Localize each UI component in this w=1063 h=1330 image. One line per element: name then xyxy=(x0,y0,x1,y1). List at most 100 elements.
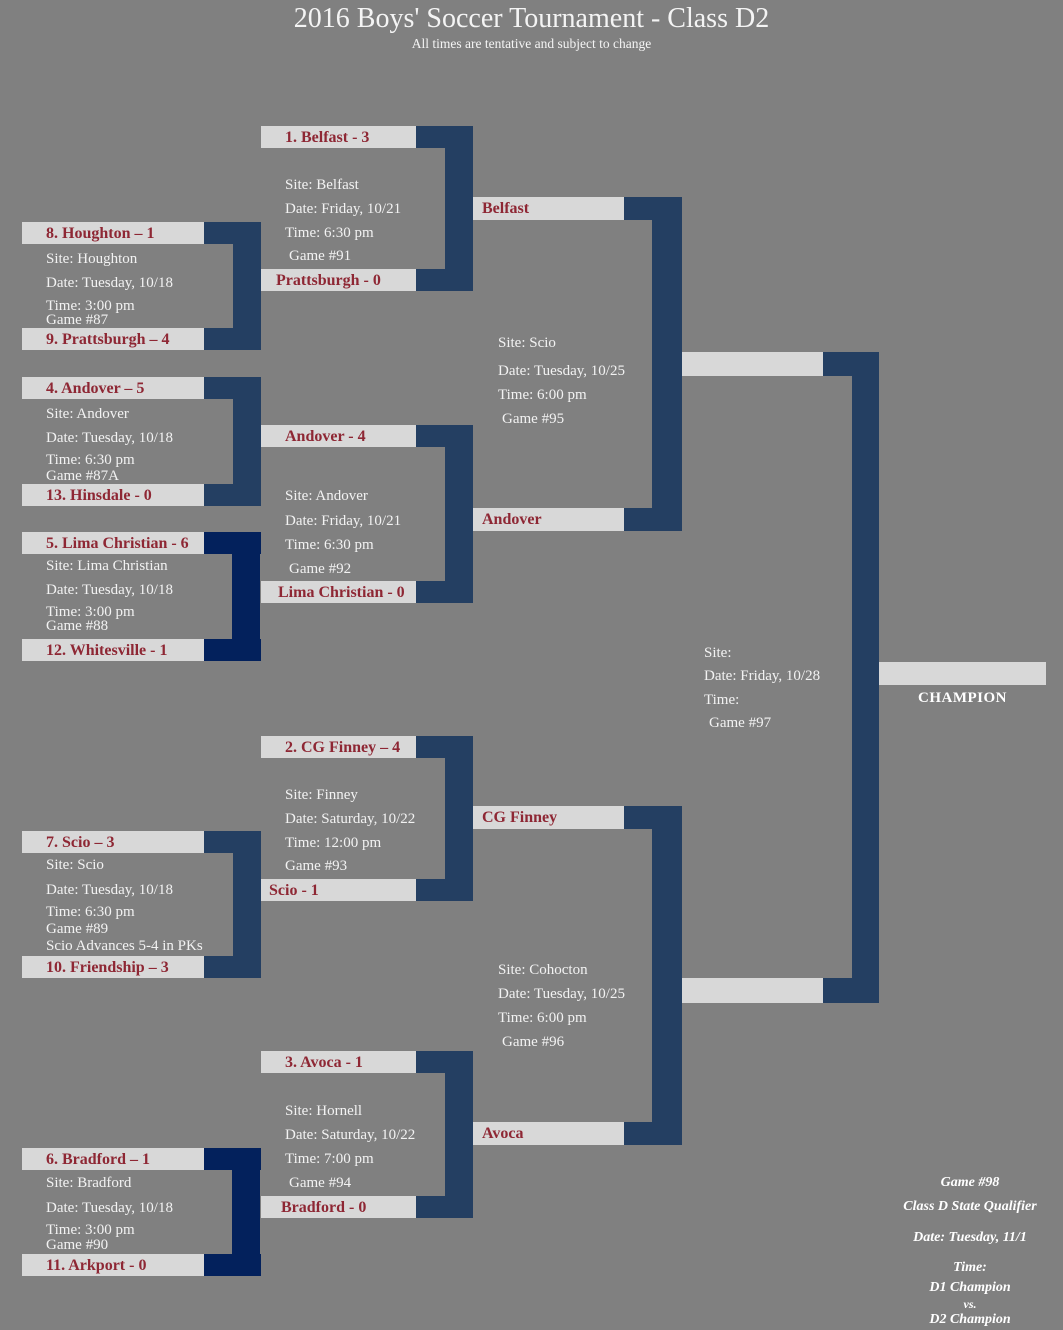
time-line: Time: 6:30 pm xyxy=(285,537,374,553)
connector-vertical xyxy=(233,831,261,978)
team-bar: 11. Arkport - 0 xyxy=(22,1254,204,1276)
connector-vertical xyxy=(445,736,473,901)
team-bar: Andover - 4 xyxy=(261,425,416,447)
connector-arm xyxy=(416,269,473,291)
state-qualifier-event: Class D State Qualifier xyxy=(903,1199,1037,1214)
connector-arm xyxy=(416,879,473,901)
connector-arm xyxy=(204,484,261,506)
site-line: Site: Belfast xyxy=(285,177,359,193)
connector-arm xyxy=(204,956,261,978)
game-line: Game #96 xyxy=(502,1034,565,1050)
game-line: Game #87 xyxy=(46,312,109,328)
connector-vertical xyxy=(652,806,682,1145)
site-line: Site: Houghton xyxy=(46,251,138,267)
team-bar: 9. Prattsburgh – 4 xyxy=(22,328,204,350)
game-line: Game #88 xyxy=(46,618,109,634)
winner-slot-bar xyxy=(682,978,823,1003)
connector-vertical xyxy=(445,1051,473,1218)
state-qualifier-vs: vs. xyxy=(963,1297,977,1311)
connector-arm xyxy=(624,508,682,531)
team-bar: 10. Friendship – 3 xyxy=(22,956,204,978)
time-line: Time: 3:00 pm xyxy=(46,298,135,314)
team-bar: 1. Belfast - 3 xyxy=(261,126,416,148)
time-line: Time: 6:30 pm xyxy=(46,904,135,920)
state-qualifier-time: Time: xyxy=(953,1260,987,1275)
winner-bar: Avoca xyxy=(473,1122,624,1145)
connector-arm xyxy=(416,1196,473,1218)
site-line: Site: Finney xyxy=(285,787,358,803)
champion-label: CHAMPION xyxy=(918,690,1007,706)
state-qualifier-game: Game #98 xyxy=(940,1175,1000,1190)
date-line: Date: Tuesday, 10/18 xyxy=(46,275,173,291)
state-qualifier-date: Date: Tuesday, 11/1 xyxy=(913,1230,1027,1245)
team-bar: 4. Andover – 5 xyxy=(22,377,204,399)
site-line: Site: Scio xyxy=(498,335,556,351)
time-line: Time: 6:30 pm xyxy=(46,452,135,468)
game-line: Game #87A xyxy=(46,468,119,484)
date-line: Date: Tuesday, 10/18 xyxy=(46,1200,173,1216)
team-bar: 8. Houghton – 1 xyxy=(22,222,204,244)
site-line: Site: Andover xyxy=(285,488,368,504)
team-bar: Bradford - 0 xyxy=(261,1196,416,1218)
team-bar: 7. Scio – 3 xyxy=(22,831,204,853)
game-line: Game #97 xyxy=(709,715,772,731)
state-qualifier-team2: D2 Champion xyxy=(929,1312,1011,1327)
team-bar: 13. Hinsdale - 0 xyxy=(22,484,204,506)
game-line: Game #94 xyxy=(289,1175,352,1191)
champion-bar xyxy=(879,662,1046,685)
date-line: Date: Friday, 10/28 xyxy=(704,668,821,684)
winner-bar: CG Finney xyxy=(473,806,624,829)
site-line: Site: Andover xyxy=(46,406,129,422)
page-title: 2016 Boys' Soccer Tournament - Class D2 xyxy=(293,3,770,34)
game-line: Game #90 xyxy=(46,1237,109,1253)
connector-arm xyxy=(416,581,473,603)
game-line: Game #92 xyxy=(289,561,352,577)
connector-arm xyxy=(204,1254,261,1276)
date-line: Date: Saturday, 10/22 xyxy=(285,1127,416,1143)
date-line: Date: Tuesday, 10/18 xyxy=(46,582,173,598)
time-line: Time: 3:00 pm xyxy=(46,604,135,620)
date-line: Date: Tuesday, 10/18 xyxy=(46,882,173,898)
time-line: Time: 6:00 pm xyxy=(498,1010,587,1026)
connector-vertical xyxy=(445,126,473,291)
team-bar: Lima Christian - 0 xyxy=(261,581,416,603)
time-line: Time: 6:30 pm xyxy=(285,225,374,241)
winner-bar: Andover xyxy=(473,508,624,531)
connector-arm xyxy=(204,639,261,661)
game-line: Game #93 xyxy=(285,858,348,874)
team-bar: 3. Avoca - 1 xyxy=(261,1051,416,1073)
pk-note: Scio Advances 5-4 in PKs xyxy=(46,938,203,954)
time-line: Time: 12:00 pm xyxy=(285,835,382,851)
connector-arm xyxy=(204,328,261,350)
team-bar: Scio - 1 xyxy=(261,879,416,901)
connector-arm xyxy=(624,1122,682,1145)
connector-vertical xyxy=(445,425,473,603)
site-line: Site: Cohocton xyxy=(498,962,588,978)
site-line: Site: Scio xyxy=(46,857,104,873)
team-bar: 5. Lima Christian - 6 xyxy=(22,532,204,554)
winner-slot-bar xyxy=(682,352,823,376)
connector-vertical xyxy=(852,352,879,1003)
date-line: Date: Tuesday, 10/18 xyxy=(46,430,173,446)
connector-vertical xyxy=(652,197,682,531)
team-bar: 6. Bradford – 1 xyxy=(22,1148,204,1170)
site-line: Site: xyxy=(704,645,732,661)
time-line: Time: 3:00 pm xyxy=(46,1222,135,1238)
date-line: Date: Friday, 10/21 xyxy=(285,513,402,529)
winner-bar: Belfast xyxy=(473,197,624,220)
game-line: Game #89 xyxy=(46,921,109,937)
game-line: Game #95 xyxy=(502,411,565,427)
time-line: Time: 7:00 pm xyxy=(285,1151,374,1167)
team-bar: Prattsburgh - 0 xyxy=(261,269,416,291)
date-line: Date: Saturday, 10/22 xyxy=(285,811,416,827)
state-qualifier-team1: D1 Champion xyxy=(929,1280,1011,1295)
game-line: Game #91 xyxy=(289,248,352,264)
page-subtitle: All times are tentative and subject to c… xyxy=(411,36,652,51)
site-line: Site: Bradford xyxy=(46,1175,132,1191)
connector-arm xyxy=(823,978,879,1003)
time-line: Time: xyxy=(704,692,740,708)
team-bar: 12. Whitesville - 1 xyxy=(22,639,204,661)
date-line: Date: Friday, 10/21 xyxy=(285,201,402,217)
site-line: Site: Lima Christian xyxy=(46,558,168,574)
